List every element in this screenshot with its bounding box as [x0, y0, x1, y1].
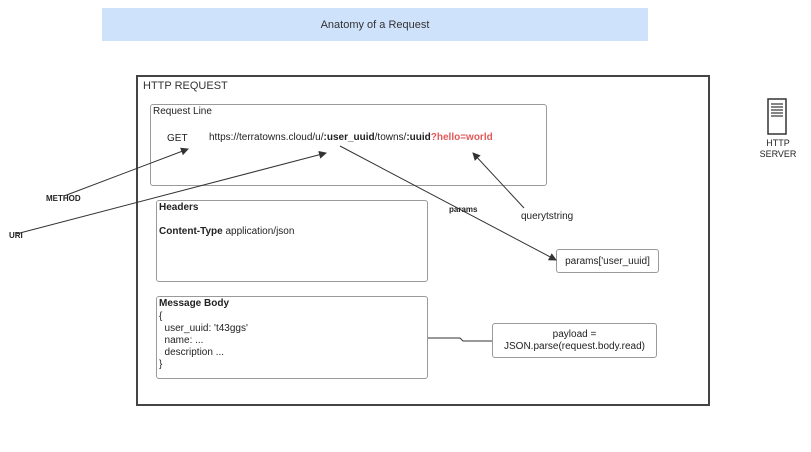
diagram-title: Anatomy of a Request: [102, 8, 648, 41]
request-line-label: Request Line: [153, 106, 212, 117]
message-body-label: Message Body: [159, 298, 230, 309]
diagram-title-text: Anatomy of a Request: [320, 18, 430, 31]
http-request-label: HTTP REQUEST: [143, 80, 228, 92]
url-mid: /towns/: [374, 132, 407, 143]
headers-label: Headers: [159, 202, 199, 213]
request-method: GET: [167, 133, 188, 144]
body-line: {: [159, 311, 163, 322]
querystring-annotation: querytstring: [521, 211, 574, 222]
url-param-user-uuid: :user_uuid: [323, 132, 375, 143]
content-type-key: Content-Type: [159, 226, 223, 237]
content-type-value: application/json: [222, 226, 295, 237]
server-label-line-2: SERVER: [759, 149, 797, 159]
method-annotation: METHOD: [46, 194, 81, 203]
payload-line-2: JSON.parse(request.body.read): [504, 340, 645, 352]
body-line: user_uuid: 't43ggs': [159, 323, 248, 334]
server-label: HTTP SERVER: [752, 138, 804, 160]
url-param-uuid: :uuid: [406, 132, 431, 143]
content-type-header: Content-Type application/json: [159, 226, 294, 237]
body-line: description ...: [159, 347, 225, 358]
message-body-box: [156, 296, 428, 379]
http-request-frame: [136, 75, 710, 406]
body-line: }: [159, 359, 163, 370]
request-url: https://terratowns.cloud/u/:user_uuid/to…: [209, 132, 493, 143]
params-box-text: params['user_uuid]: [565, 255, 650, 267]
url-prefix: https://terratowns.cloud/u/: [209, 132, 324, 143]
payload-line-1: payload =: [552, 328, 597, 340]
message-body-content: { user_uuid: 't43ggs' name: ... descript…: [159, 311, 248, 371]
params-box: params['user_uuid]: [556, 249, 659, 273]
url-query-string: ?hello=world: [430, 132, 493, 143]
server-icon: [767, 98, 787, 135]
body-line: name: ...: [159, 335, 204, 346]
params-annotation: params: [449, 205, 478, 214]
server-label-line-1: HTTP: [766, 138, 790, 148]
payload-box: payload = JSON.parse(request.body.read): [492, 323, 657, 358]
uri-annotation: URI: [9, 231, 23, 240]
